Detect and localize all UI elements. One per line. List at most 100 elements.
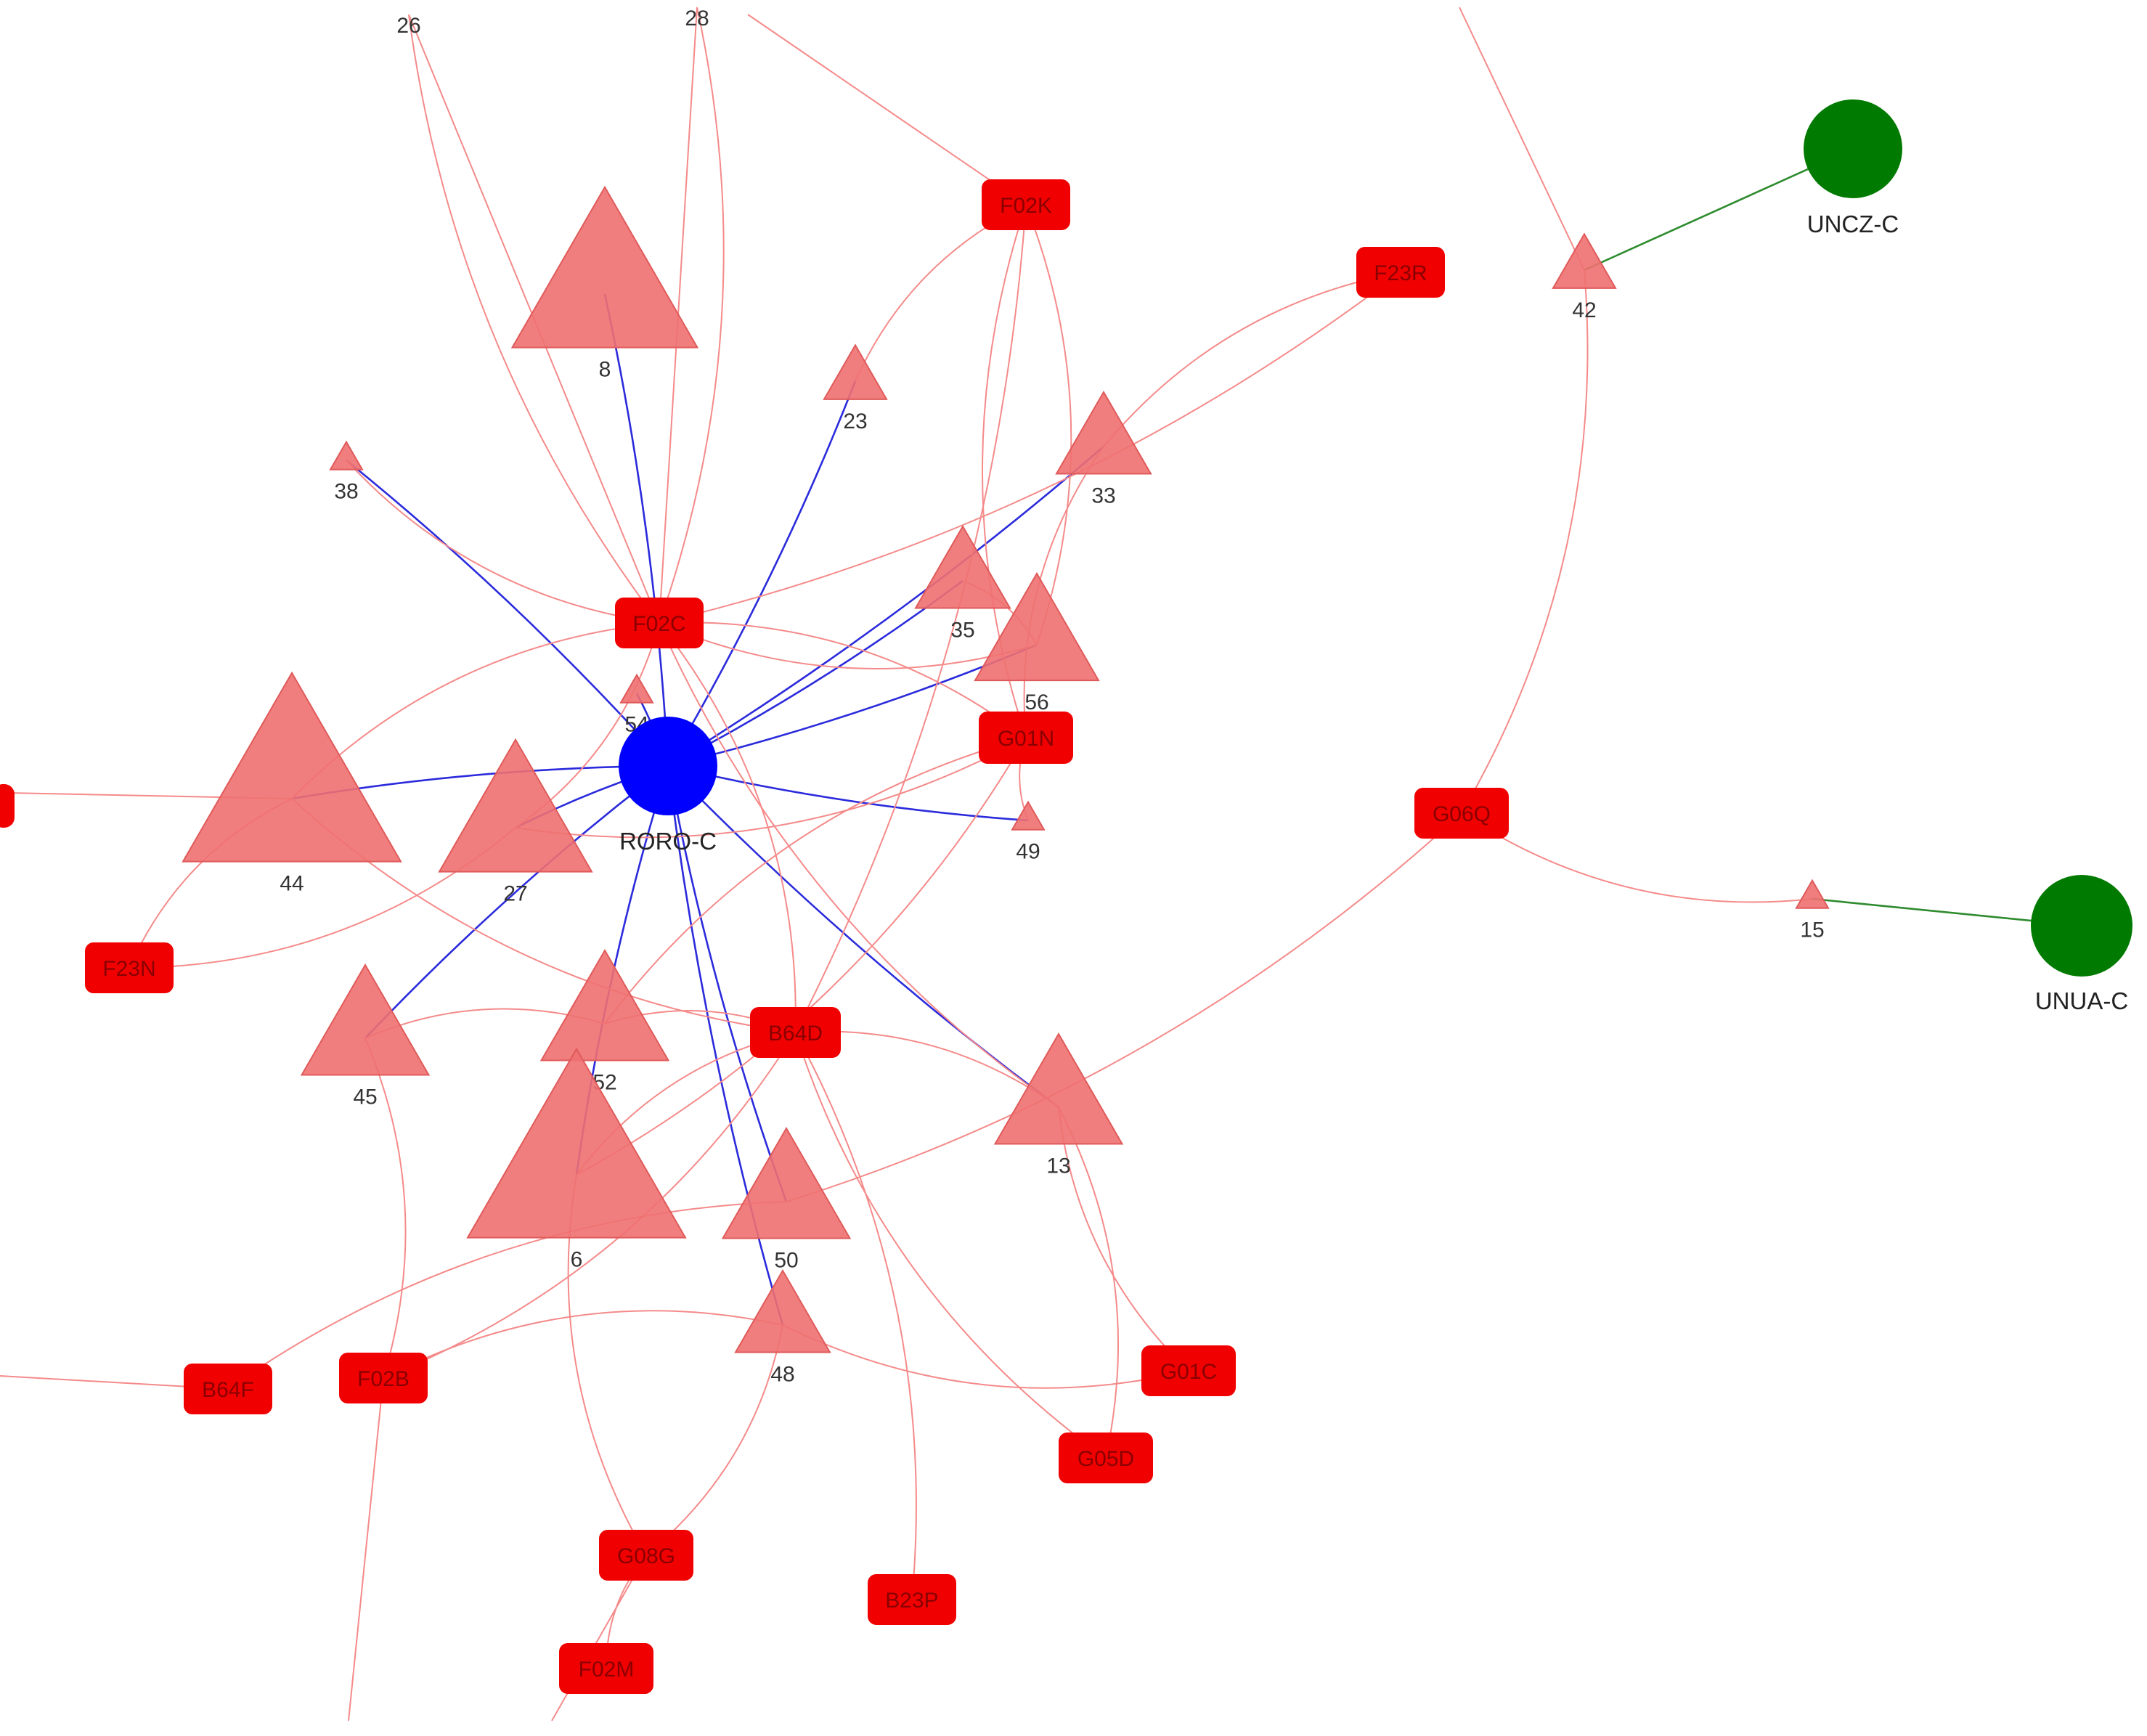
triangle-node-52[interactable]: 52 (539, 948, 670, 1095)
triangle-node-45[interactable]: 45 (300, 963, 431, 1109)
triangle-label: 23 (843, 409, 867, 433)
edge-13-G05D (1058, 1107, 1120, 1459)
code-node-F02K[interactable]: F02K (982, 179, 1070, 230)
code-label: F23N (102, 957, 155, 981)
triangle-node-26[interactable]: 26 (396, 14, 420, 38)
code-node-F02C[interactable]: F02C (615, 598, 704, 648)
triangle-node-28[interactable]: 28 (685, 7, 709, 30)
triangle-shape (539, 948, 670, 1061)
code-box (979, 712, 1073, 764)
triangle-node-44[interactable]: 44 (182, 671, 402, 896)
triangle-label: 26 (396, 14, 420, 38)
edge-RORO-C-48 (667, 765, 784, 1326)
triangle-shape (914, 524, 1011, 609)
triangle-node-6[interactable]: 6 (466, 1047, 687, 1272)
triangle-node-33[interactable]: 33 (1055, 390, 1152, 508)
code-label: G01C (1160, 1360, 1217, 1384)
edge-F02K-B64D (794, 204, 1027, 1033)
triangle-node-38[interactable]: 38 (329, 440, 364, 504)
triangle-shape (329, 440, 364, 470)
triangle-label: 48 (770, 1363, 794, 1387)
edge-F02C-B64D (659, 622, 797, 1033)
triangle-shape (823, 343, 888, 400)
code-node-F02M[interactable]: F02M (559, 1643, 653, 1694)
triangle-node-49[interactable]: 49 (1011, 800, 1046, 864)
cluster-node-uncz-c[interactable]: UNCZ-C (1804, 99, 1902, 237)
edge-F02B-45 (364, 1038, 407, 1379)
triangle-shape (721, 1126, 852, 1239)
code-node-G08G[interactable]: G08G (599, 1530, 693, 1581)
code-node-B64D[interactable]: B64D (750, 1007, 841, 1058)
triangle-shape (466, 1047, 687, 1239)
triangle-node-48[interactable]: 48 (734, 1268, 831, 1387)
edge-RORO-C-38 (346, 459, 669, 767)
cluster-label: UNCZ-C (1807, 211, 1899, 237)
code-node-G05D[interactable]: G05D (1059, 1433, 1153, 1483)
code-label: G05D (1077, 1447, 1134, 1471)
edge-G01N-6 (576, 737, 1027, 1175)
code-box (1059, 1433, 1153, 1483)
edge-26-F02C (408, 14, 660, 624)
code-node-F23R[interactable]: F23R (1356, 247, 1445, 298)
edge-F02C-G01N (659, 622, 1027, 738)
code-node-G06Q[interactable]: G06Q (1414, 788, 1509, 839)
code-node-F02B[interactable]: F02B (339, 1353, 428, 1403)
triangle-label: 8 (599, 358, 611, 382)
offcanvas-code-node (0, 784, 15, 828)
hub-nodes-layer: RORO-C UNCZ-C UNUA-C (619, 99, 2132, 1014)
triangle-label: 6 (571, 1248, 583, 1272)
triangle-shape (993, 1032, 1124, 1145)
triangle-label: 15 (1800, 918, 1824, 942)
edge-RORO-C-45 (364, 765, 669, 1039)
code-box (982, 179, 1070, 230)
code-node-G01N[interactable]: G01N (979, 712, 1073, 764)
triangle-shape (182, 671, 402, 863)
triangle-node-27[interactable]: 27 (438, 738, 593, 906)
triangle-label: 28 (685, 7, 709, 30)
edge-RORO-C-8 (603, 293, 669, 767)
code-node-B23P[interactable]: B23P (868, 1574, 956, 1625)
cluster-node-unua-c[interactable]: UNUA-C (2031, 875, 2132, 1014)
code-box (184, 1364, 272, 1414)
code-node-G01C[interactable]: G01C (1141, 1345, 1236, 1396)
code-label: G08G (617, 1544, 675, 1568)
code-box (1414, 788, 1509, 839)
triangle-node-15[interactable]: 15 (1795, 879, 1830, 942)
hub-circle (619, 717, 717, 815)
edge-offcanvas-F02B-4 (348, 1377, 384, 1721)
code-box (85, 942, 174, 993)
code-label: G06Q (1433, 802, 1491, 826)
code-label: B64F (202, 1378, 254, 1402)
edge-42-G06Q (1461, 269, 1589, 814)
edge-48-F02B (383, 1310, 783, 1379)
edge-G06Q-50 (786, 812, 1462, 1202)
triangle-node-8[interactable]: 8 (510, 185, 699, 382)
triangle-label: 13 (1046, 1154, 1070, 1178)
code-box (615, 598, 704, 648)
code-box (1356, 247, 1445, 298)
code-node-F23N[interactable]: F23N (85, 942, 174, 993)
triangle-node-50[interactable]: 50 (721, 1126, 852, 1273)
cluster-circle (2031, 875, 2132, 977)
edge-F23R-33 (1103, 272, 1401, 447)
edge-48-G01C (782, 1324, 1189, 1389)
edge-F02C-56 (659, 622, 1038, 669)
triangle-node-35[interactable]: 35 (914, 524, 1011, 643)
triangle-node-13[interactable]: 13 (993, 1032, 1124, 1178)
code-node-B64F[interactable]: B64F (184, 1364, 272, 1414)
code-label: F23R (1374, 261, 1427, 285)
triangle-shape (619, 673, 654, 704)
triangle-label: 45 (353, 1085, 377, 1109)
triangle-shape (1795, 879, 1830, 909)
triangle-node-42[interactable]: 42 (1552, 232, 1617, 322)
edge-38-F02C (346, 460, 660, 624)
edge-offcanvas-42-6 (1459, 7, 1585, 271)
code-label: F02K (1000, 194, 1052, 218)
triangle-shape (438, 738, 593, 873)
edge-F23R-F02C (659, 272, 1401, 624)
triangle-node-56[interactable]: 56 (974, 571, 1100, 714)
triangle-node-23[interactable]: 23 (823, 343, 888, 433)
hub-node-roro-c[interactable]: RORO-C (619, 717, 717, 855)
